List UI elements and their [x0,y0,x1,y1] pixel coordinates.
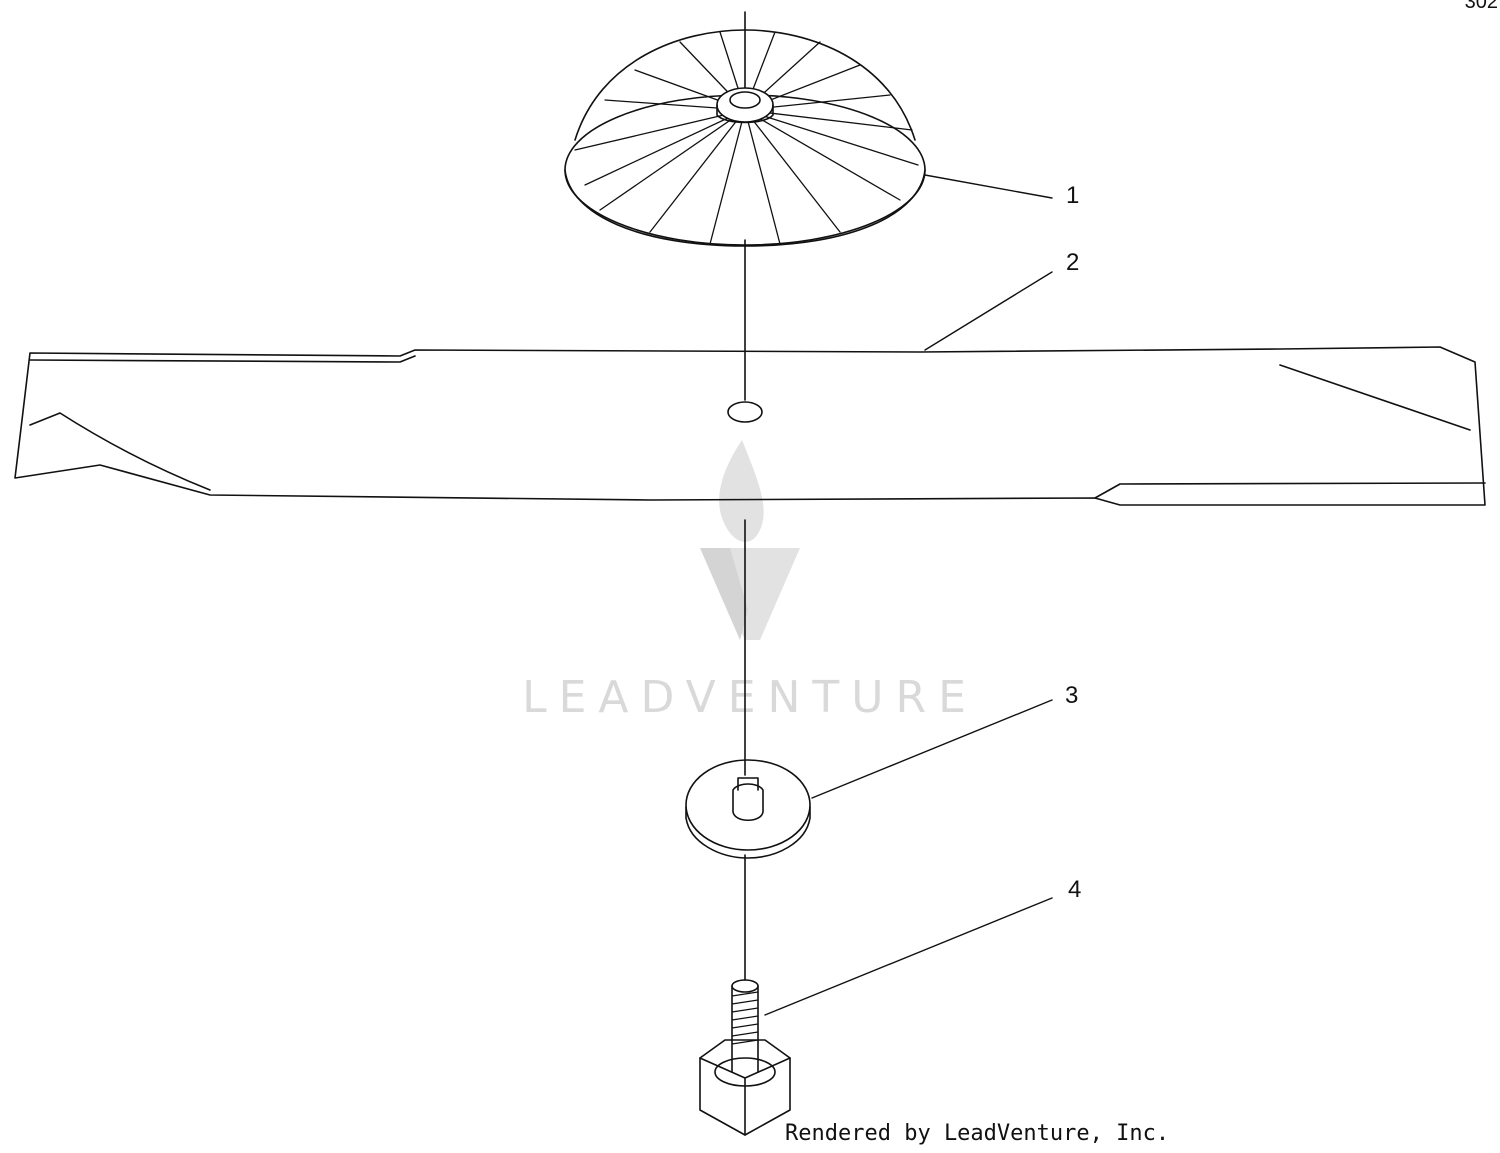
watermark-text: LEADVENTURE [522,672,978,723]
leader-lines [764,174,1053,1016]
washer-part [685,759,811,859]
leader-line-3 [811,699,1053,799]
leader-line-2 [924,271,1053,351]
flame-logo-icon [700,440,800,640]
leadventure-watermark: LEADVENTURE [522,440,978,723]
callout-4: 4 [1068,876,1081,903]
leader-line-1 [924,174,1053,199]
blade-center-hole [727,401,763,423]
fan-vanes [574,31,919,245]
callout-2: 2 [1066,249,1079,276]
render-credit: Rendered by LeadVenture, Inc. [785,1121,1169,1146]
diagram-code: 302 [1465,0,1498,13]
bolt-part [699,979,791,1136]
callout-labels: 1 2 3 4 [1065,182,1081,903]
callout-3: 3 [1065,682,1078,709]
blade-part [14,346,1486,506]
bolt-threads [731,991,759,1045]
leader-line-4 [764,897,1053,1016]
callout-1: 1 [1066,182,1079,209]
fan-part [564,29,926,247]
